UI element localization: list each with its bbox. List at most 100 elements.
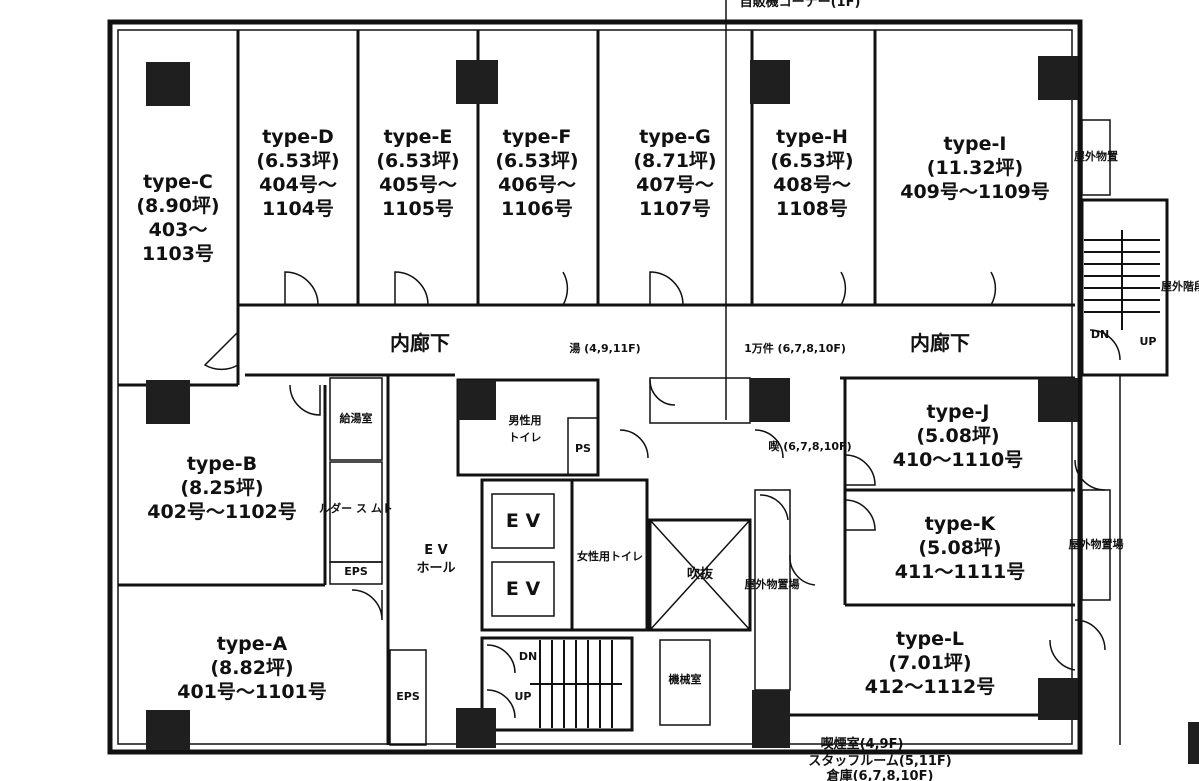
dn-label-1: DN [519,650,537,663]
pillar [752,690,790,748]
eps-room-2 [389,649,427,746]
unit-type-f: type-F (6.53坪) 406号～ 1106号 [495,126,578,220]
svg-text:410～1110号: 410～1110号 [893,449,1024,471]
svg-text:1107号: 1107号 [639,198,711,220]
svg-text:(7.01坪): (7.01坪) [888,652,971,674]
unit-type-d: type-D (6.53坪) 404号～ 1104号 [256,126,339,220]
outdoor-top-right-room [1081,119,1111,196]
machine-room-label: 機械室 [669,672,702,686]
eps-label-2: EPS [396,690,420,703]
kitchen-room [649,377,751,424]
pillar [458,380,496,420]
svg-text:(8.25坪): (8.25坪) [180,477,263,499]
kyutoushitsu-label: 給湯室 [340,411,373,425]
svg-text:type-J: type-J [927,401,990,423]
unit-type-c: type-C (8.90坪) 403～ 1103号 [136,171,219,265]
svg-text:1103号: 1103号 [142,243,214,265]
svg-text:401号～1101号: 401号～1101号 [177,681,327,703]
svg-text:408号～: 408号～ [773,174,851,196]
unit-type-e: type-E (6.53坪) 405号～ 1105号 [376,126,459,220]
edge-marker [1188,722,1199,764]
unit-type-i: type-I (11.32坪) 409号～1109号 [900,133,1050,203]
water-note: 1万件 (6,7,8,10F) [744,341,846,355]
unit-type-g: type-G (8.71坪) 407号～ 1107号 [633,126,716,220]
ev-label-1: E V [506,510,541,532]
unit-type-b: type-B (8.25坪) 402号～1102号 [147,453,297,523]
core-stair [480,636,634,732]
pillar [146,710,190,750]
bottom-note-2: スタッフルーム(5,11F) [808,754,951,769]
svg-text:type-C: type-C [143,171,213,193]
svg-text:403～: 403～ [149,219,208,241]
svg-text:404号～: 404号～ [259,174,337,196]
ev-hall-label-2: ホール [416,561,455,576]
dn-label-2: DN [1091,328,1109,341]
pillar [1038,678,1078,720]
ev-hall-label-1: E V [424,543,447,558]
up-label-1: UP [515,690,532,703]
fukinuke-label: 吹抜 [687,566,714,582]
ev-shaft [480,478,574,632]
svg-text:411～1111号: 411～1111号 [895,561,1026,583]
mens-toilet-label-1: 男性用 [509,413,542,427]
svg-text:(5.08坪): (5.08坪) [918,537,1001,559]
stair-side-label: 屋外階段 [1161,279,1199,293]
svg-text:(11.32坪): (11.32坪) [927,157,1023,179]
mens-toilet-label-2: トイレ [509,431,542,444]
svg-text:type-B: type-B [187,453,257,475]
womens-toilet-label: 女性用トイレ [577,549,643,563]
svg-text:402号～1102号: 402号～1102号 [147,501,297,523]
svg-text:type-G: type-G [639,126,710,148]
pillar [1038,56,1078,100]
unit-type-a: type-A (8.82坪) 401号～1101号 [177,633,327,703]
unit-type-h: type-H (6.53坪) 408号～ 1108号 [770,126,853,220]
kitchen-note: 湯 (4,9,11F) [569,341,640,355]
svg-text:409号～1109号: 409号～1109号 [900,181,1050,203]
locker-room-label: ルダー ス ムト [319,501,393,515]
outer-wall [107,19,1083,755]
svg-text:(6.53坪): (6.53坪) [376,150,459,172]
fukinuke-void [648,518,752,632]
eps-label-1: EPS [344,565,368,578]
up-label-2: UP [1140,335,1157,348]
bottom-note-1: 喫煙室(4,9F) [821,736,904,752]
outdoor-top-right-label: 屋外物置 [1074,149,1118,163]
svg-text:(8.82坪): (8.82坪) [210,657,293,679]
ev-car-2 [491,561,555,617]
eps-room-1 [329,561,383,585]
pillar [146,62,190,106]
core-stair-treads [530,640,622,728]
outdoor-storage-right-label: 屋外物置場 [1069,537,1124,551]
ext-stair [1080,198,1169,377]
svg-text:(8.71坪): (8.71坪) [633,150,716,172]
svg-text:type-K: type-K [925,513,997,535]
svg-text:type-H: type-H [776,126,848,148]
ps-label: PS [575,442,591,455]
svg-text:type-E: type-E [384,126,453,148]
svg-text:(5.08坪): (5.08坪) [916,425,999,447]
pillar [146,380,190,424]
svg-text:405号～: 405号～ [379,174,457,196]
smoking-note: 喫 (6,7,8,10F) [768,439,851,453]
top-note: 自販機コーナー(1F) [740,0,861,10]
svg-text:407号～: 407号～ [636,174,714,196]
machine-room [659,639,711,726]
ext-stair-treads [1084,230,1160,330]
svg-text:(6.53坪): (6.53坪) [495,150,578,172]
void-cross-2 [649,519,751,631]
pillar [456,60,498,104]
svg-text:type-I: type-I [944,133,1007,155]
door-swings [203,271,1121,719]
svg-text:412～1112号: 412～1112号 [865,676,996,698]
svg-text:type-F: type-F [503,126,572,148]
svg-text:type-A: type-A [217,633,288,655]
svg-text:type-L: type-L [896,628,964,650]
kyutoushitsu-room [329,377,383,461]
pillar [750,60,790,104]
unit-type-k: type-K (5.08坪) 411～1111号 [895,513,1026,583]
svg-text:406号～: 406号～ [498,174,576,196]
pillar [456,708,496,748]
svg-text:1105号: 1105号 [382,198,454,220]
svg-text:(6.53坪): (6.53坪) [770,150,853,172]
